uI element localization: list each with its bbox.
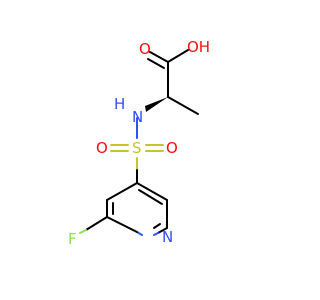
molecule-canvas: OH O H N S O O N F [68, 38, 211, 248]
bond-c-f-b [79, 229, 87, 234]
bond-calpha-methyl [167, 96, 199, 115]
atom-pyridine-n: N [162, 228, 173, 246]
bond-c-f [85, 216, 108, 231]
bond-c-o-carbonyl-b [147, 58, 165, 69]
bond-c-oh [167, 49, 189, 63]
atom-labels: OH O H N S O O N F [68, 38, 210, 248]
bond-c3-c4-inner [138, 189, 163, 205]
molecule-structure: OH O H N S O O N F [68, 38, 210, 248]
atom-hydroxyl-oh: OH [187, 38, 210, 56]
stereo-wedge [145, 97, 168, 112]
atom-fluorine: F [68, 230, 77, 248]
atom-amine-h: H [114, 95, 125, 113]
atom-amine-n: N [132, 108, 143, 126]
bonds [79, 49, 199, 236]
bond-c5-n-b [153, 232, 159, 236]
atom-carbonyl-o: O [139, 40, 151, 58]
bond-n-c6-b [106, 216, 138, 233]
atom-sulfonyl-o-right: O [166, 139, 178, 157]
bond-c3-c4 [136, 182, 168, 201]
bond-n-c6-inner [153, 223, 161, 229]
atom-sulfur: S [132, 139, 142, 157]
bond-c2-c3 [106, 182, 138, 201]
bond-c5-n [157, 227, 168, 234]
atom-sulfonyl-o-left: O [96, 139, 108, 157]
bond-c-o-carbonyl-a [149, 51, 169, 63]
